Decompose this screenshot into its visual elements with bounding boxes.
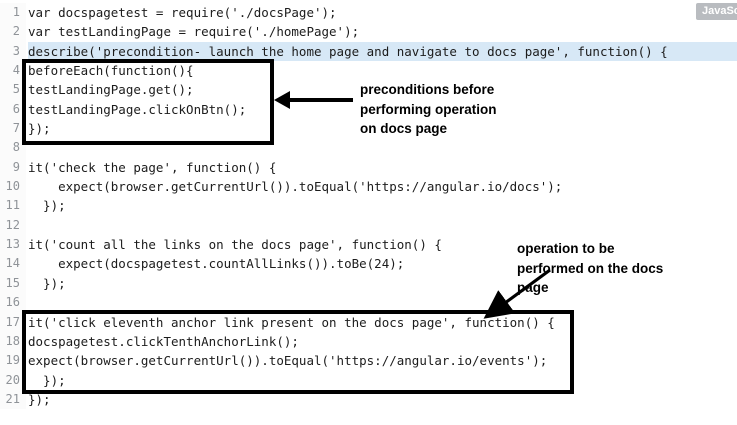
operation-note: operation to be performed on the docs pa…: [517, 239, 663, 298]
code-text[interactable]: expect(docspagetest.countAllLinks()).toB…: [28, 256, 405, 272]
line-number: 20: [0, 370, 26, 390]
note-line: performed on the docs: [517, 260, 664, 276]
line-number: 7: [0, 119, 26, 139]
code-line: 7});: [0, 119, 737, 139]
code-text[interactable]: var testLandingPage = require('./homePag…: [28, 24, 360, 40]
line-number: 5: [0, 80, 26, 100]
code-line: 16: [0, 293, 737, 313]
note-line: preconditions before: [360, 82, 495, 97]
preconditions-note: preconditions before performing operatio…: [360, 80, 497, 139]
line-number: 15: [0, 273, 26, 294]
line-number: 18: [0, 331, 26, 352]
code-text[interactable]: describe('precondition- launch the home …: [28, 41, 737, 62]
code-text[interactable]: [28, 216, 737, 235]
code-text[interactable]: expect(browser.getCurrentUrl()).toEqual(…: [28, 353, 548, 369]
code-line: 21});: [0, 389, 737, 410]
note-line: page: [517, 280, 549, 295]
code-line: 14 expect(docspagetest.countAllLinks()).…: [0, 254, 737, 274]
line-number: 21: [0, 389, 26, 410]
code-text[interactable]: });: [28, 275, 66, 291]
line-number: 6: [0, 99, 26, 120]
line-number: 12: [0, 215, 26, 236]
code-text[interactable]: });: [28, 372, 66, 388]
code-line: 8: [0, 138, 737, 158]
line-number: 8: [0, 138, 26, 158]
code-text[interactable]: testLandingPage.get();: [28, 82, 194, 98]
line-number: 1: [0, 3, 26, 23]
code-text[interactable]: it('click eleventh anchor link present o…: [28, 314, 555, 330]
note-line: operation to be: [517, 241, 615, 256]
code-text[interactable]: testLandingPage.clickOnBtn();: [28, 101, 247, 117]
line-number: 11: [0, 196, 26, 216]
note-line: on docs page: [360, 121, 448, 136]
code-line: 20 });: [0, 370, 737, 390]
line-number: 13: [0, 235, 26, 255]
left-arrow-head-icon: [274, 91, 290, 109]
code-line: 11 });: [0, 196, 737, 216]
code-text[interactable]: docspagetest.clickTenthAnchorLink();: [28, 333, 299, 349]
diagonal-arrow-icon: [483, 268, 551, 319]
code-text[interactable]: [28, 138, 737, 157]
language-badge: JavaSc: [696, 3, 737, 20]
code-text[interactable]: beforeEach(function(){: [28, 63, 194, 79]
code-line: 10 expect(browser.getCurrentUrl()).toEqu…: [0, 177, 737, 197]
note-line: performing operation: [360, 101, 497, 117]
line-number: 9: [0, 157, 26, 178]
code-line: 12: [0, 215, 737, 236]
line-number: 19: [0, 351, 26, 371]
line-number: 10: [0, 177, 26, 197]
line-number: 17: [0, 312, 26, 332]
left-arrow-shaft: [289, 98, 353, 102]
code-text[interactable]: var docspagetest = require('./docsPage')…: [28, 5, 337, 20]
line-number: 14: [0, 254, 26, 274]
code-text[interactable]: expect(browser.getCurrentUrl()).toEqual(…: [28, 179, 563, 195]
code-text[interactable]: });: [28, 198, 66, 214]
line-number: 16: [0, 293, 26, 313]
code-text[interactable]: it('check the page', function() {: [28, 159, 277, 175]
line-number: 3: [0, 41, 26, 62]
line-number: 4: [0, 61, 26, 81]
code-text[interactable]: });: [28, 391, 51, 407]
code-text[interactable]: });: [28, 121, 51, 137]
line-number: 2: [0, 22, 26, 42]
code-line: 15 });: [0, 273, 737, 294]
code-text[interactable]: it('count all the links on the docs page…: [28, 237, 442, 253]
